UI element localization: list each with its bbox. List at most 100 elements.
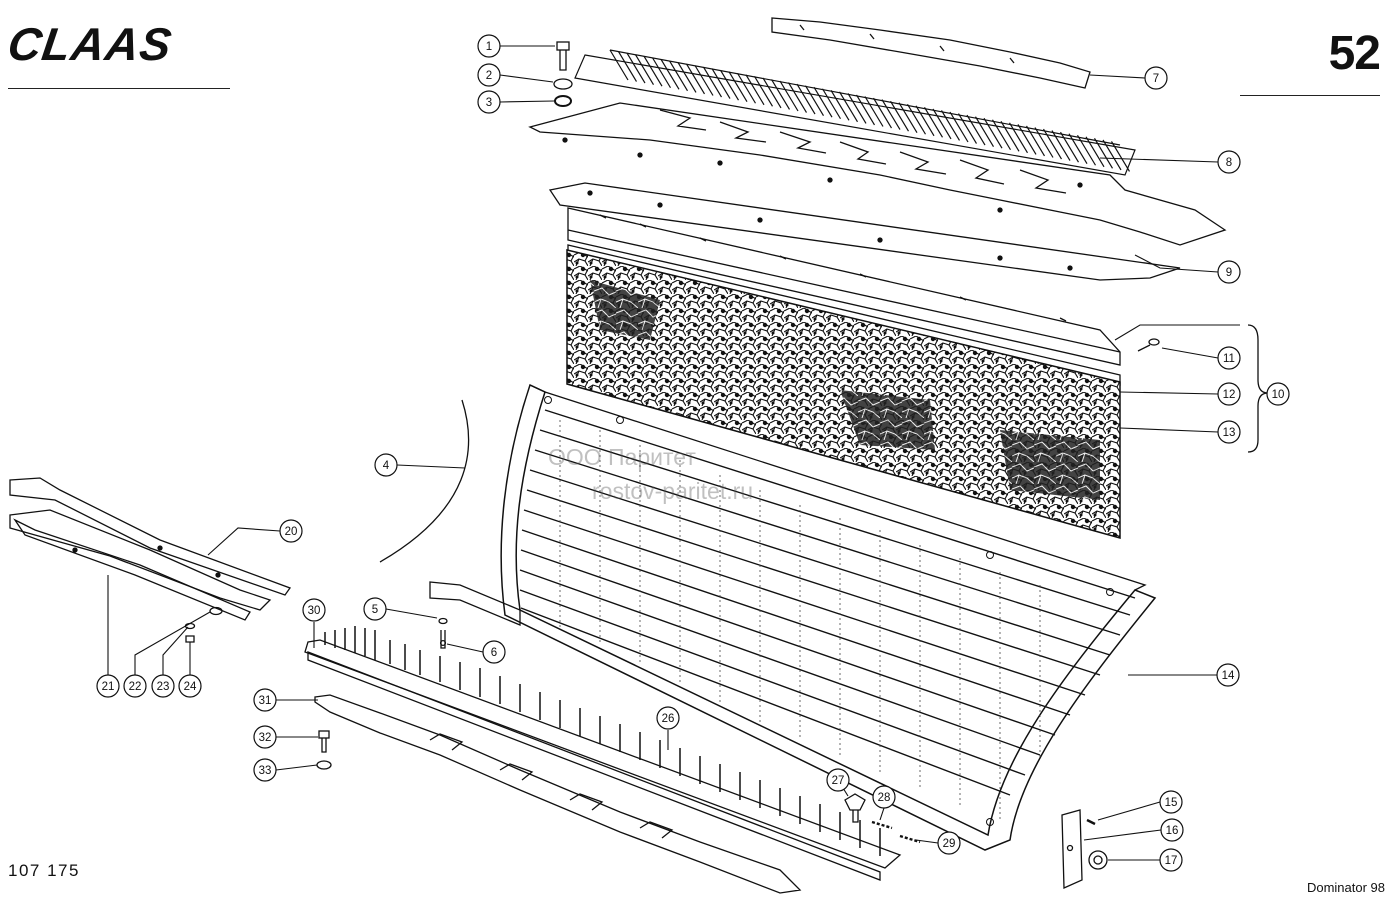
group-bracket-part-10 xyxy=(1247,324,1269,453)
callout-31: 31 xyxy=(253,688,277,712)
cover-slat xyxy=(736,72,757,104)
concave-curvature-arc-part-4 xyxy=(379,399,470,563)
callout-27: 27 xyxy=(826,768,850,792)
callout-7-label: 7 xyxy=(1153,73,1159,85)
washers-nuts-part-22-24 xyxy=(184,606,223,643)
cover-slat xyxy=(779,80,799,112)
model-label: Dominator 98 xyxy=(1306,880,1385,895)
cover-slat xyxy=(889,100,910,132)
callout-29-label: 29 xyxy=(943,838,956,850)
top-strip-part-7 xyxy=(771,17,1091,89)
callout-31-label: 31 xyxy=(259,695,272,707)
cover-slat xyxy=(1042,128,1063,160)
callout-21-label: 21 xyxy=(102,681,115,693)
cover-slat xyxy=(617,51,638,82)
cover-slat xyxy=(974,116,995,147)
callout-24: 24 xyxy=(178,674,202,698)
cover-slat xyxy=(949,111,969,143)
fastener-part-27-28-29 xyxy=(844,793,921,844)
cover-slat xyxy=(1017,124,1037,155)
callout-27-label: 27 xyxy=(832,775,845,787)
callout-33: 33 xyxy=(253,758,277,782)
bolt-part-5-6 xyxy=(438,617,448,649)
rasp-bar-part-26-30 xyxy=(304,626,902,881)
mesh-panel-part-13 xyxy=(566,249,1121,539)
cover-slat xyxy=(940,110,961,141)
cover-slat xyxy=(1068,133,1088,165)
callout-28: 28 xyxy=(872,785,896,809)
cover-slat xyxy=(677,62,697,93)
cover-slat xyxy=(932,108,952,140)
cover-slat xyxy=(745,74,765,106)
slatted-cover-part-8 xyxy=(574,49,1136,176)
cover-slat xyxy=(966,114,986,146)
callout-2-label: 2 xyxy=(486,70,492,82)
callout-14-label: 14 xyxy=(1222,670,1235,682)
cover-slat xyxy=(991,119,1012,151)
callout-29: 29 xyxy=(937,831,961,855)
cover-slat xyxy=(787,82,808,113)
callout-4: 4 xyxy=(374,453,398,477)
callout-13-label: 13 xyxy=(1223,427,1236,439)
cover-slat xyxy=(1051,130,1071,161)
cover-slat xyxy=(711,68,731,99)
callout-3: 3 xyxy=(477,90,501,114)
cover-slat xyxy=(634,54,655,85)
cover-slat xyxy=(685,63,706,95)
bolt-part-32-33 xyxy=(316,730,332,770)
callout-8: 8 xyxy=(1217,150,1241,174)
cover-slat xyxy=(719,69,740,101)
callout-23-label: 23 xyxy=(157,681,170,693)
cover-slat xyxy=(668,60,689,92)
cover-slat xyxy=(796,83,816,115)
callout-17: 17 xyxy=(1159,848,1183,872)
cover-slat xyxy=(847,93,867,124)
callout-23: 23 xyxy=(151,674,175,698)
leader-lines xyxy=(107,45,1240,861)
cover-slat xyxy=(838,91,859,123)
callout-28-label: 28 xyxy=(878,792,891,804)
claas-logo-text: CLAAS xyxy=(10,18,175,68)
callout-14: 14 xyxy=(1216,663,1240,687)
cover-slat xyxy=(906,103,927,135)
callout-7: 7 xyxy=(1144,66,1168,90)
callout-20-label: 20 xyxy=(285,526,298,538)
cover-slat xyxy=(753,76,774,107)
cover-slat xyxy=(660,58,680,90)
cover-slat xyxy=(1034,127,1054,158)
top-plate-part-9-upper xyxy=(528,102,1227,246)
callout-22: 22 xyxy=(123,674,147,698)
header-rule-right xyxy=(1240,95,1380,96)
callout-32: 32 xyxy=(253,725,277,749)
bracket-part-15-16-17 xyxy=(1061,809,1108,889)
callout-24-label: 24 xyxy=(184,681,197,693)
callout-1: 1 xyxy=(477,34,501,58)
watermark-line-2: rostov-paritet.ru xyxy=(592,478,754,504)
cover-slat xyxy=(983,117,1003,149)
callout-9: 9 xyxy=(1217,260,1241,284)
callout-8-label: 8 xyxy=(1226,157,1232,169)
callout-9-label: 9 xyxy=(1226,267,1232,279)
watermark-line-1: ООО Паритет xyxy=(548,444,696,470)
callout-30-label: 30 xyxy=(308,605,321,617)
claas-logo: CLAAS xyxy=(10,18,175,68)
cover-slat xyxy=(804,85,825,116)
page-number: 52 xyxy=(1328,27,1381,80)
callout-21: 21 xyxy=(96,674,120,698)
callout-4-label: 4 xyxy=(383,460,390,472)
watermark: ООО Паритет rostov-paritet.ru xyxy=(548,440,753,508)
callout-11-label: 11 xyxy=(1223,353,1235,365)
cover-slat xyxy=(1025,125,1046,157)
drawing-number: 107 175 xyxy=(8,861,80,880)
callout-13: 13 xyxy=(1217,420,1241,444)
cover-slat xyxy=(855,94,876,126)
callout-20: 20 xyxy=(279,519,303,543)
cover-slat xyxy=(813,86,833,118)
cover-slat xyxy=(1102,139,1122,171)
cover-slat xyxy=(626,52,646,84)
callout-12-label: 12 xyxy=(1223,389,1236,401)
cover-slat xyxy=(702,66,723,98)
cover-slat xyxy=(864,96,884,127)
